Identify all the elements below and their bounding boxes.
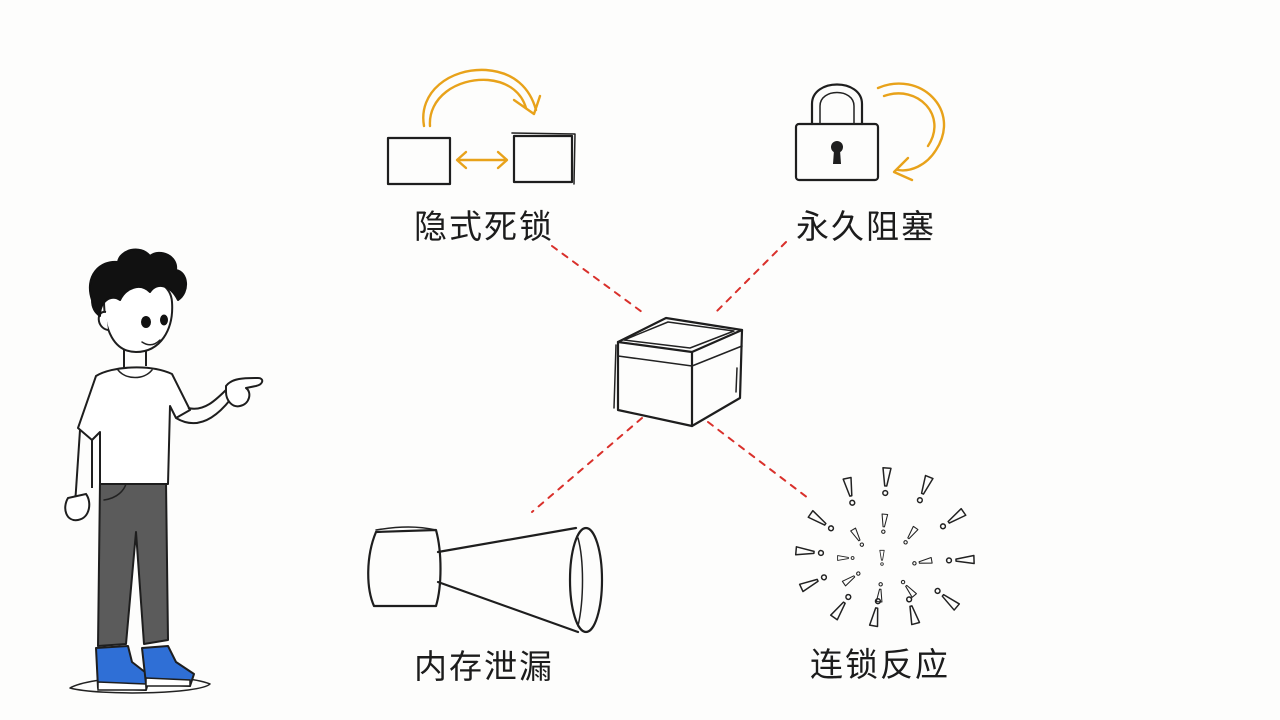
label-permanent-block: 永久阻塞 [796,207,936,246]
padlock-cycle-icon [794,82,946,182]
connector-permanent-block [715,241,787,313]
exclamation-burst-icon [794,467,975,628]
two-boxes-swap-icon [386,68,576,186]
box-icon [613,316,744,428]
funnel-pipe-icon [367,526,604,634]
connectors [531,241,809,513]
connector-memory-leak [531,417,643,513]
label-memory-leak: 内存泄漏 [414,647,554,686]
label-implicit-deadlock: 隐式死锁 [414,207,554,246]
label-chain-reaction: 连锁反应 [810,645,950,684]
connector-chain-reaction [707,421,809,499]
connector-implicit-deadlock [551,245,643,313]
pointing-person-icon [64,248,264,694]
